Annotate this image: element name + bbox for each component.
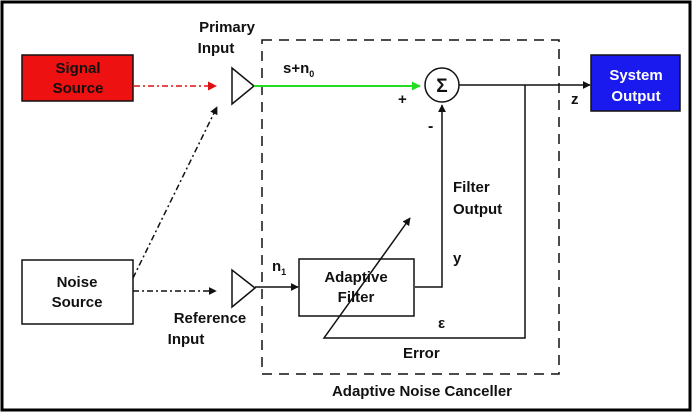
adaptive-filter-block: Adaptive Filter bbox=[298, 258, 415, 317]
system-output-label-1: System bbox=[609, 67, 662, 84]
system-output-label-2: Output bbox=[611, 88, 660, 105]
primary-input-label-1: Primary bbox=[199, 19, 256, 36]
plus-sign: + bbox=[398, 91, 407, 108]
reference-input-label-1: Reference bbox=[174, 310, 247, 327]
y-label: y bbox=[453, 250, 462, 267]
noise-source-label-1: Noise bbox=[57, 274, 98, 291]
signal-source-block: Signal Source bbox=[21, 54, 134, 102]
filter-output-path bbox=[415, 104, 446, 288]
signal-source-label-2: Source bbox=[53, 80, 104, 97]
reference-sensor-icon bbox=[231, 268, 257, 309]
primary-input-label-2: Input bbox=[198, 40, 235, 57]
primary-sensor-icon bbox=[231, 66, 256, 106]
summing-junction: Σ bbox=[424, 67, 460, 103]
noise-source-block: Noise Source bbox=[21, 259, 134, 325]
epsilon-label: ε bbox=[438, 315, 445, 332]
z-label: z bbox=[571, 91, 579, 108]
filter-output-label-1: Filter bbox=[453, 179, 490, 196]
signal-source-label-1: Signal bbox=[55, 60, 100, 77]
filter-output-label-2: Output bbox=[453, 201, 502, 218]
primary-signal-label: s+n0 bbox=[283, 60, 314, 79]
summation-symbol: Σ bbox=[436, 76, 447, 97]
noise-source-label-2: Source bbox=[52, 294, 103, 311]
reference-input-label-2: Input bbox=[168, 331, 205, 348]
adaptive-filter-label-2: Filter bbox=[338, 289, 375, 306]
error-feedback-path bbox=[322, 85, 526, 339]
canceller-boundary bbox=[261, 39, 560, 375]
error-label: Error bbox=[403, 345, 440, 362]
reference-signal-label: n1 bbox=[272, 258, 286, 277]
minus-sign: - bbox=[428, 118, 433, 135]
system-output-block: System Output bbox=[590, 54, 681, 112]
canceller-caption: Adaptive Noise Canceller bbox=[332, 383, 512, 400]
adaptive-filter-label-1: Adaptive bbox=[324, 269, 387, 286]
noise-to-primary-arrow bbox=[132, 106, 218, 279]
